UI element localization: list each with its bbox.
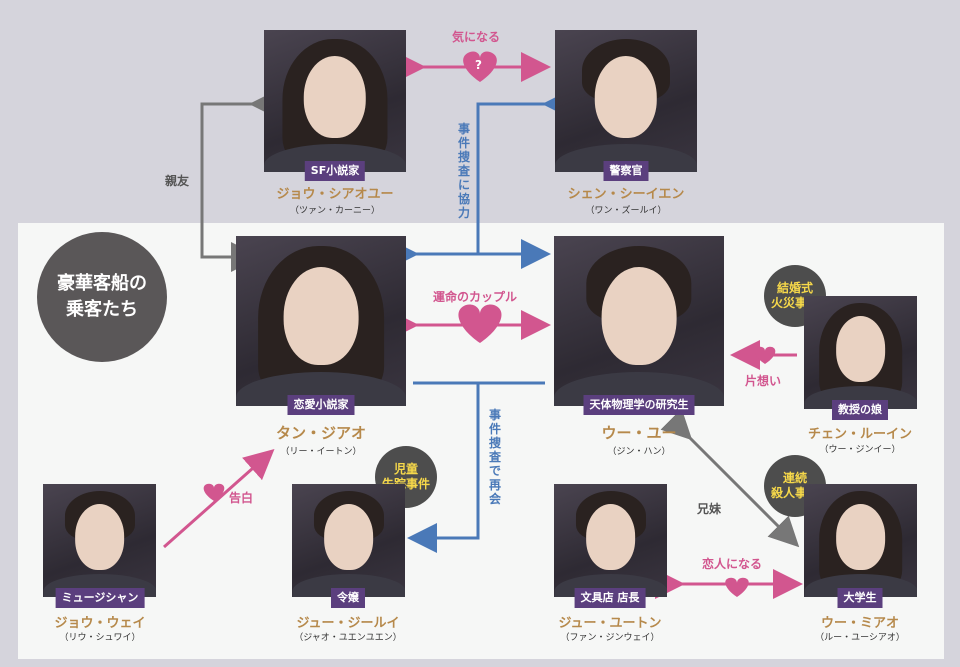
actor-wu-yu: （ジン・ハン） — [607, 447, 671, 457]
portrait-shen-xiyan — [555, 30, 697, 172]
portrait-wu-yu — [554, 236, 724, 406]
group-badge: 豪華客船の 乗客たち — [37, 232, 167, 362]
portrait-tang-jiao — [236, 236, 406, 406]
name-tang-jiao: タン・ジアオ — [275, 424, 367, 442]
portrait-zhou-xiaoyu — [264, 30, 406, 172]
name-ju-yutong: ジュー・ユートン — [558, 616, 662, 631]
portrait-ju-yutong — [554, 484, 667, 597]
name-zhou-xiaoyu: ジョウ・シアオユー — [276, 187, 394, 202]
label-lovers: 恋人になる — [702, 557, 763, 571]
heart-unrequited — [754, 346, 776, 364]
role-wu-yu: 天体物理学の研究生 — [583, 395, 695, 415]
actor-ju-yutong: （ファン・ジンウェイ） — [560, 633, 660, 643]
actor-tang-jiao: （リー・イートン） — [280, 447, 362, 457]
role-tang-jiao: 恋愛小説家 — [287, 395, 355, 415]
label-reunite: 事件捜査で再会 — [488, 408, 501, 506]
name-wu-yu: ウー・ユー — [601, 424, 677, 442]
actor-shen-xiyan: （ワン・ズールイ） — [585, 206, 667, 216]
name-chen-luyin: チェン・ルーイン — [807, 427, 913, 442]
line-confession — [163, 449, 275, 549]
label-confession: 告白 — [229, 491, 254, 505]
heart-curious — [463, 51, 497, 82]
heart-confession — [203, 483, 225, 501]
label-best-friend: 親友 — [165, 174, 190, 188]
name-shen-xiyan: シェン・シーイエン — [567, 187, 685, 202]
heart-curious-mark: ? — [475, 58, 482, 72]
role-ju-jurui: 令嬢 — [331, 588, 365, 608]
role-shen-xiyan: 警察官 — [603, 161, 649, 181]
role-wu-miao: 大学生 — [837, 588, 883, 608]
actor-chen-luyin: （ウー・ジンイー） — [819, 445, 901, 455]
line-best-friend — [200, 89, 279, 272]
name-wu-miao: ウー・ミアオ — [820, 616, 900, 631]
label-siblings: 兄妹 — [697, 502, 722, 516]
actor-wu-miao: （ルー・ユーシアオ） — [815, 633, 905, 643]
role-zhou-wei: ミュージシャン — [55, 588, 145, 608]
portrait-wu-miao — [804, 484, 917, 597]
line-siblings — [660, 408, 800, 548]
actor-zhou-xiaoyu: （ツァン・カーニー） — [289, 206, 381, 216]
heart-destined — [458, 304, 502, 343]
name-zhou-wei: ジョウ・ウェイ — [54, 616, 146, 631]
label-investigate-coop: 事件捜査に協力 — [457, 122, 470, 220]
portrait-chen-luyin — [804, 296, 917, 409]
role-zhou-xiaoyu: SF小説家 — [304, 161, 366, 181]
actor-zhou-wei: （リウ・シュワイ） — [59, 633, 141, 643]
label-unrequited: 片想い — [745, 374, 782, 388]
portrait-ju-jurui — [292, 484, 405, 597]
name-ju-jurui: ジュー・ジールイ — [296, 616, 400, 631]
actor-ju-jurui: （ジャオ・ユエンユエン） — [294, 633, 402, 643]
role-chen-luyin: 教授の娘 — [832, 400, 888, 420]
line-investigate-coop — [476, 89, 572, 254]
label-curious: 気になる — [452, 30, 501, 44]
line-reunite — [407, 383, 480, 553]
label-destined: 運命のカップル — [433, 290, 518, 304]
role-ju-yutong: 文具店 店長 — [574, 588, 646, 608]
portrait-zhou-wei — [43, 484, 156, 597]
heart-lovers — [725, 577, 749, 597]
